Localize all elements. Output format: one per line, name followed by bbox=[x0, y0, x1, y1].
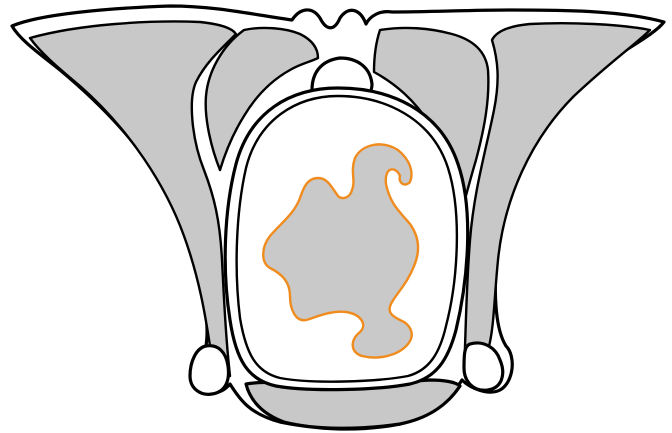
left-foot bbox=[190, 346, 228, 395]
